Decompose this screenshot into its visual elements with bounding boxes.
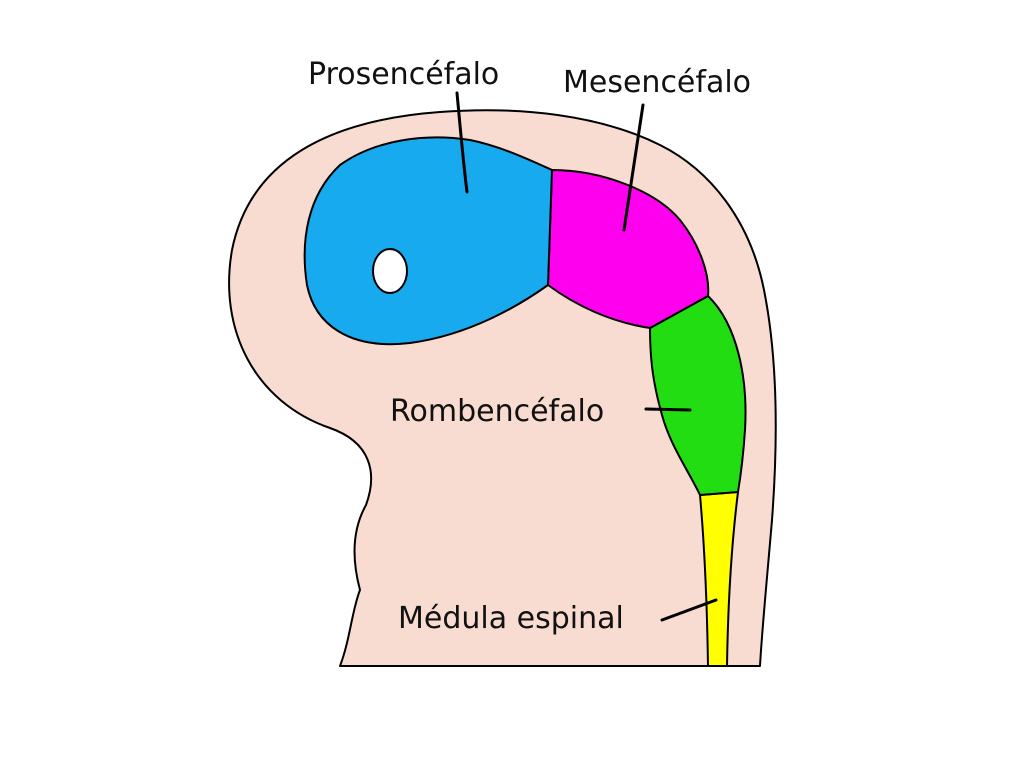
prosencephalon-label: Prosencéfalo <box>308 57 499 92</box>
spinal-cord-leader-line <box>660 598 718 622</box>
mesencephalon-label: Mesencéfalo <box>563 65 751 100</box>
rhombencephalon-label: Rombencéfalo <box>390 394 604 429</box>
optic-vesicle <box>372 248 408 294</box>
prosencephalon-leader-line <box>455 91 469 194</box>
rhombencephalon-leader-line <box>644 407 692 412</box>
prosencephalon-region <box>303 136 553 346</box>
mesencephalon-region <box>547 169 710 329</box>
mesencephalon-leader-line <box>622 103 645 232</box>
spinal-cord-label: Médula espinal <box>398 601 624 636</box>
spinal-cord-region <box>699 491 739 667</box>
rhombencephalon-region <box>649 295 747 496</box>
